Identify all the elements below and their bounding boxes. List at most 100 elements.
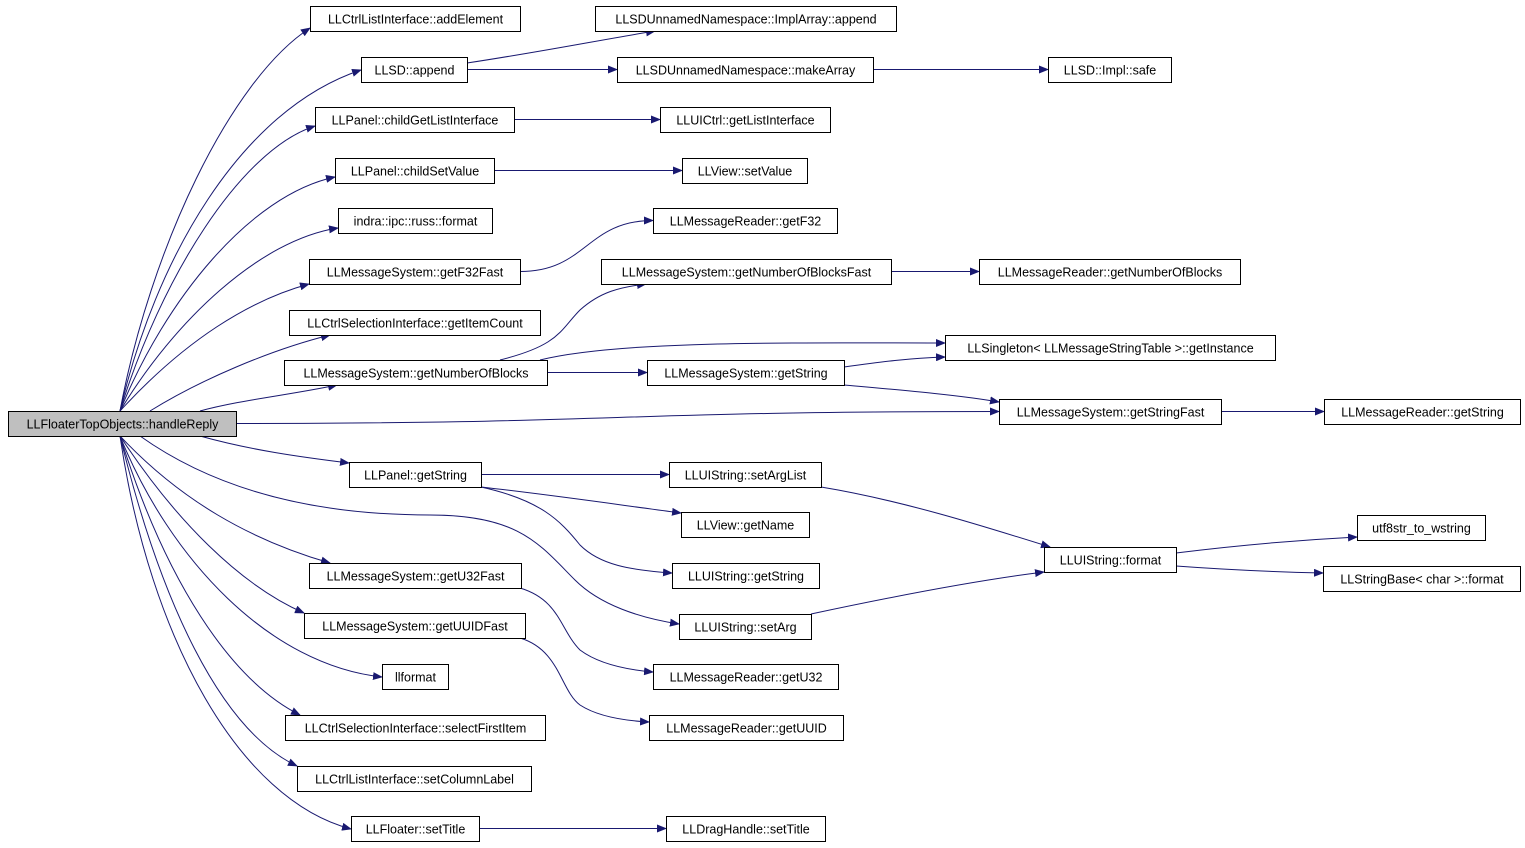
node-box xyxy=(649,715,844,741)
edge-llsd_append-to-implArray_append xyxy=(466,28,656,64)
graph-node[interactable]: LLMessageReader::getString xyxy=(1324,399,1521,425)
graph-node[interactable]: LLMessageSystem::getF32Fast xyxy=(309,259,521,285)
node-label: LLMessageReader::getF32 xyxy=(670,215,822,229)
node-label: LLSDUnnamedNamespace::ImplArray::append xyxy=(615,13,876,27)
graph-node[interactable]: LLDragHandle::setTitle xyxy=(666,816,826,842)
node-label: LLPanel::childGetListInterface xyxy=(332,114,499,128)
node-box xyxy=(660,107,831,133)
node-box xyxy=(945,335,1276,361)
node-box xyxy=(309,259,521,285)
node-box xyxy=(335,158,495,184)
graph-node[interactable]: LLPanel::getString xyxy=(349,462,482,488)
edge-uistring_setArg-to-uistring_format xyxy=(810,569,1045,615)
graph-node[interactable]: LLUIString::setArg xyxy=(679,614,812,640)
node-box xyxy=(1044,547,1177,573)
graph-node[interactable]: LLMessageReader::getNumberOfBlocks xyxy=(979,259,1241,285)
node-box xyxy=(999,399,1222,425)
edge-msg_getString-to-singleton_getInstance xyxy=(843,353,946,368)
graph-node[interactable]: LLView::getName xyxy=(681,512,810,538)
node-label: LLMessageSystem::getF32Fast xyxy=(327,266,504,280)
graph-node[interactable]: LLSD::append xyxy=(361,57,468,83)
node-box xyxy=(310,6,521,32)
graph-node[interactable]: LLCtrlSelectionInterface::selectFirstIte… xyxy=(285,715,546,741)
graph-node[interactable]: LLPanel::childGetListInterface xyxy=(315,107,515,133)
edge-panel_getString-to-uistring_getString xyxy=(480,486,673,577)
root-node[interactable]: LLFloaterTopObjects::handleReply xyxy=(8,411,237,437)
edge-root-to-setColumnLabel xyxy=(119,435,298,767)
edge-root-to-russ_format xyxy=(119,225,339,412)
node-box xyxy=(682,158,808,184)
edge-msg_getString-to-getStringFast xyxy=(843,384,1000,405)
graph-node[interactable]: LLMessageSystem::getUUIDFast xyxy=(304,613,526,639)
edge-root-to-llformat xyxy=(119,435,383,681)
edge-root-to-childGetListInterface xyxy=(119,124,316,412)
node-box xyxy=(361,57,468,83)
graph-node[interactable]: LLCtrlListInterface::setColumnLabel xyxy=(297,766,532,792)
node-label: LLCtrlListInterface::addElement xyxy=(328,13,504,27)
node-box xyxy=(285,715,546,741)
graph-node[interactable]: utf8str_to_wstring xyxy=(1357,515,1486,541)
graph-node[interactable]: LLSDUnnamedNamespace::ImplArray::append xyxy=(595,6,897,32)
graph-node[interactable]: LLMessageSystem::getString xyxy=(647,360,845,386)
edge-root-to-selectFirstItem xyxy=(119,435,301,716)
node-label: LLMessageSystem::getNumberOfBlocksFast xyxy=(622,266,872,280)
graph-node[interactable]: LLUIString::getString xyxy=(672,563,820,589)
node-label: LLFloater::setTitle xyxy=(366,823,466,837)
graph-node[interactable]: LLPanel::childSetValue xyxy=(335,158,495,184)
graph-node[interactable]: LLFloater::setTitle xyxy=(351,816,480,842)
graph-node[interactable]: LLMessageReader::getUUID xyxy=(649,715,844,741)
graph-node[interactable]: LLSDUnnamedNamespace::makeArray xyxy=(617,57,874,83)
node-box xyxy=(382,664,449,690)
graph-node[interactable]: LLMessageSystem::getStringFast xyxy=(999,399,1222,425)
edge-root-to-addElement xyxy=(119,27,311,412)
node-box xyxy=(672,563,820,589)
graph-node[interactable]: LLMessageReader::getU32 xyxy=(653,664,839,690)
edge-getUUIDFast-to-reader_getUUID xyxy=(519,637,650,726)
node-box xyxy=(681,512,810,538)
edge-root-to-uistring_setArg xyxy=(139,435,680,627)
node-box xyxy=(653,208,838,234)
node-box xyxy=(1048,57,1172,83)
node-label: LLView::getName xyxy=(697,519,795,533)
edge-root-to-floater_setTitle xyxy=(119,435,352,831)
node-box xyxy=(351,816,480,842)
graph-node[interactable]: llformat xyxy=(382,664,449,690)
edge-root-to-getU32Fast xyxy=(119,435,331,565)
graph-node[interactable]: LLCtrlSelectionInterface::getItemCount xyxy=(289,310,541,336)
node-label: LLUICtrl::getListInterface xyxy=(676,114,814,128)
graph-node[interactable]: LLStringBase< char >::format xyxy=(1323,566,1521,592)
node-box xyxy=(1357,515,1486,541)
node-label: LLUIString::format xyxy=(1060,554,1162,568)
edge-root-to-childSetValue xyxy=(119,174,336,412)
graph-node[interactable]: LLMessageSystem::getNumberOfBlocksFast xyxy=(601,259,892,285)
node-label: LLMessageSystem::getU32Fast xyxy=(327,570,505,584)
graph-node[interactable]: LLSingleton< LLMessageStringTable >::get… xyxy=(945,335,1276,361)
node-label: LLCtrlSelectionInterface::getItemCount xyxy=(307,317,523,331)
node-box xyxy=(1323,566,1521,592)
graph-node[interactable]: LLView::setValue xyxy=(682,158,808,184)
node-label: LLMessageSystem::getNumberOfBlocks xyxy=(303,367,528,381)
edge-root-to-getF32Fast xyxy=(119,282,310,412)
node-label: LLMessageReader::getU32 xyxy=(670,671,823,685)
graph-node[interactable]: LLUIString::setArgList xyxy=(669,462,822,488)
edge-getF32Fast-to-reader_getF32 xyxy=(519,216,654,272)
graph-node[interactable]: LLMessageSystem::getNumberOfBlocks xyxy=(284,360,548,386)
node-label: LLMessageSystem::getString xyxy=(664,367,827,381)
graph-node[interactable]: LLSD::Impl::safe xyxy=(1048,57,1172,83)
edge-getNumberOfBlocks-to-singleton_getInstance xyxy=(539,338,946,361)
graph-node[interactable]: LLCtrlListInterface::addElement xyxy=(310,6,521,32)
node-label: LLPanel::getString xyxy=(364,469,467,483)
node-label: LLUIString::setArg xyxy=(694,621,796,635)
graph-node[interactable]: LLMessageSystem::getU32Fast xyxy=(309,563,522,589)
graph-node[interactable]: LLUICtrl::getListInterface xyxy=(660,107,831,133)
node-box xyxy=(284,360,548,386)
graph-node[interactable]: indra::ipc::russ::format xyxy=(338,208,493,234)
node-label: LLMessageSystem::getUUIDFast xyxy=(322,620,508,634)
node-box xyxy=(601,259,892,285)
node-box xyxy=(8,411,237,437)
node-label: LLMessageSystem::getStringFast xyxy=(1017,406,1205,420)
graph-node[interactable]: LLMessageReader::getF32 xyxy=(653,208,838,234)
graph-node[interactable]: LLUIString::format xyxy=(1044,547,1177,573)
node-box xyxy=(617,57,874,83)
